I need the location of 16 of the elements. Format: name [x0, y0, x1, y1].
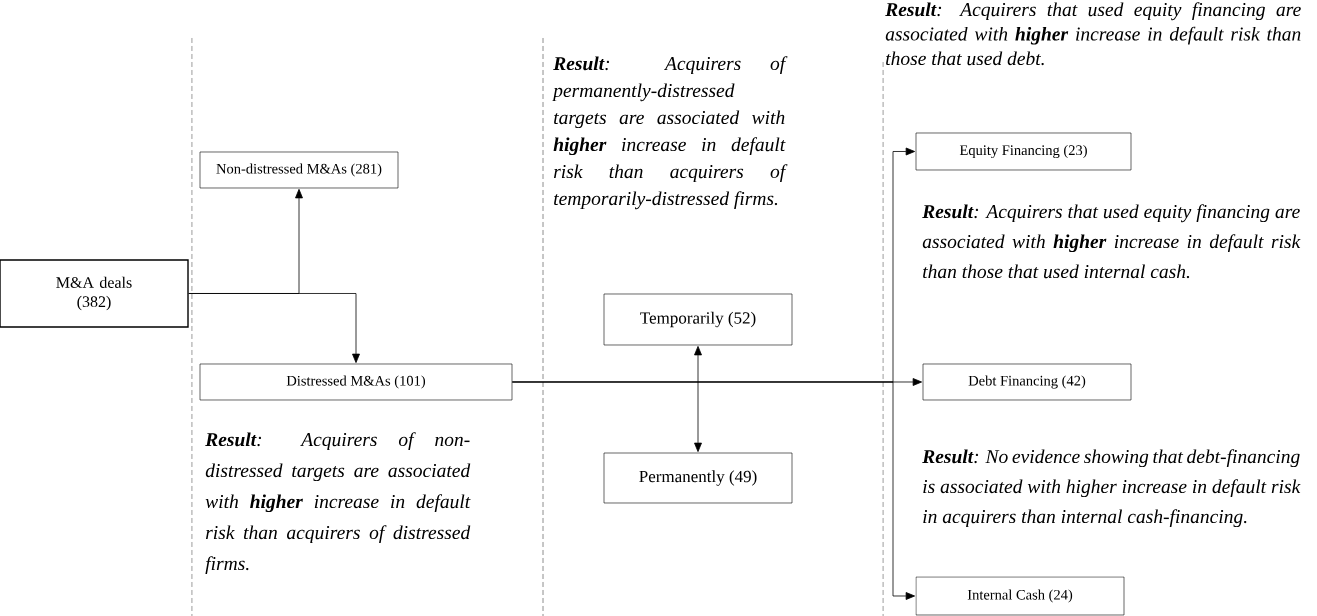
arrow [694, 346, 702, 452]
process-box: Non-distressed M&As (281) [199, 151, 399, 189]
arrow [511, 381, 916, 600]
result-text: Result: Acquirers that used equity financing are associated with higher increase in default risk than those that used internal cash. [922, 204, 1301, 279]
process-box: Equity Financing (23) [915, 132, 1132, 171]
result-text: Result: No evidence showing that debt-financing is associated with higher increase in default risk in acquirers than internal cash-financing. [922, 449, 1301, 528]
result-text: Result: Acquirers that used equity financing are associated with higher increase in default risk than those that used debt. [885, 2, 1301, 66]
process-box: Temporarily (52) [603, 293, 793, 346]
process-box: Internal Cash (24) [915, 576, 1125, 616]
process-box: Debt Financing (42) [922, 363, 1132, 401]
process-box: Distressed M&As (101) [199, 363, 513, 401]
result-text: Result: Acquirers of non-distressed targets are associated with higher increase in default risk than acquirers of distressed firms. [205, 432, 471, 575]
result-text: Result: Acquirers of permanently-distressed targets are associated with higher increase in default risk than acquirers of temporarily-distressed firms. [552, 56, 788, 210]
process-box: Permanently (49) [603, 452, 793, 504]
process-box: M&A deals (382) [0, 259, 189, 328]
arrow [188, 293, 360, 363]
